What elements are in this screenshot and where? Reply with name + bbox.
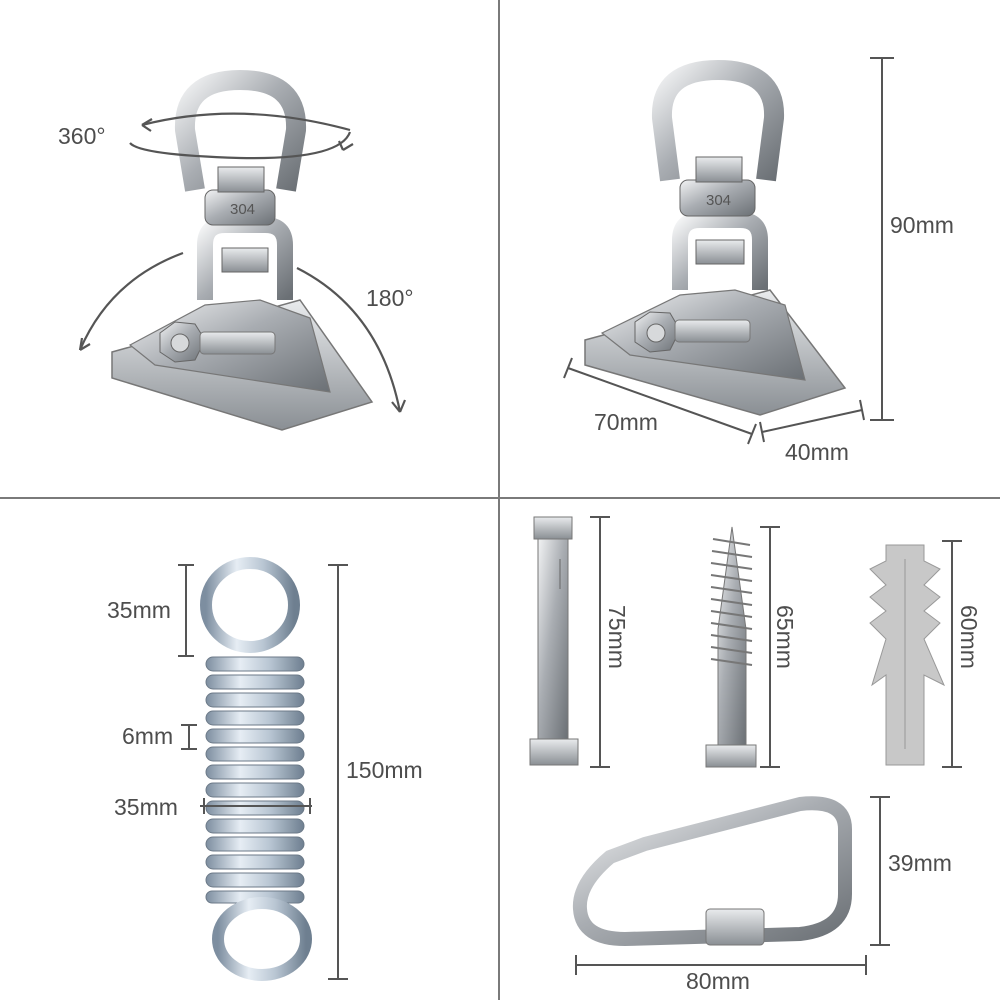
hardware-panel: 75mm 65mm 60mm 39mm 80mm — [500, 499, 1000, 1000]
swivel-hook-dimension-image: 304 — [563, 57, 894, 445]
hardware-dimension-lines — [575, 516, 962, 975]
eye-ring — [174, 69, 307, 192]
rotation-180-label: 180° — [366, 285, 414, 311]
swivel-hook-image: 304 — [78, 69, 407, 431]
spring-dimension-lines — [178, 564, 348, 980]
length-dimension-line — [563, 357, 757, 445]
rotation-360-label: 360° — [58, 123, 106, 149]
carabiner — [572, 796, 852, 947]
carabiner-height-label: 39mm — [888, 850, 952, 876]
height-dimension-line — [870, 57, 894, 421]
horizontal-divider — [0, 497, 1000, 499]
rotation-arrow-180 — [78, 251, 407, 413]
spring-panel: 35mm 6mm 35mm 150mm — [0, 499, 498, 1000]
eye-height-label: 35mm — [107, 597, 171, 623]
coil-gap-label: 6mm — [122, 723, 174, 749]
wall-plug-length-label: 60mm — [956, 605, 982, 669]
rotation-arrow-360 — [129, 112, 354, 160]
spring-top-eye — [200, 557, 300, 653]
length-label: 70mm — [594, 409, 658, 435]
height-label: 90mm — [890, 212, 954, 238]
vertical-divider — [498, 0, 500, 1000]
hardware-image — [529, 516, 962, 975]
lag-screw — [705, 526, 757, 768]
width-label: 40mm — [785, 439, 849, 465]
total-length-label: 150mm — [346, 757, 423, 783]
spring-image — [178, 557, 348, 981]
width-dimension-line — [759, 399, 865, 443]
swivel-rotation-panel: 304 360° 180° — [0, 0, 498, 497]
spring-coils — [205, 656, 305, 904]
lag-screw-length-label: 65mm — [772, 605, 798, 669]
anchor-bolt — [529, 516, 579, 766]
carabiner-length-label: 80mm — [686, 968, 750, 994]
anchor-bolt-length-label: 75mm — [604, 605, 630, 669]
swivel-dimensions-panel: 304 90mm 70mm 40mm — [500, 0, 1000, 497]
stamp-304-copy: 304 — [706, 192, 731, 209]
diameter-label: 35mm — [114, 794, 178, 820]
wall-plug — [869, 544, 946, 766]
spring-bottom-eye — [212, 897, 312, 981]
stamp-304: 304 — [230, 201, 255, 218]
